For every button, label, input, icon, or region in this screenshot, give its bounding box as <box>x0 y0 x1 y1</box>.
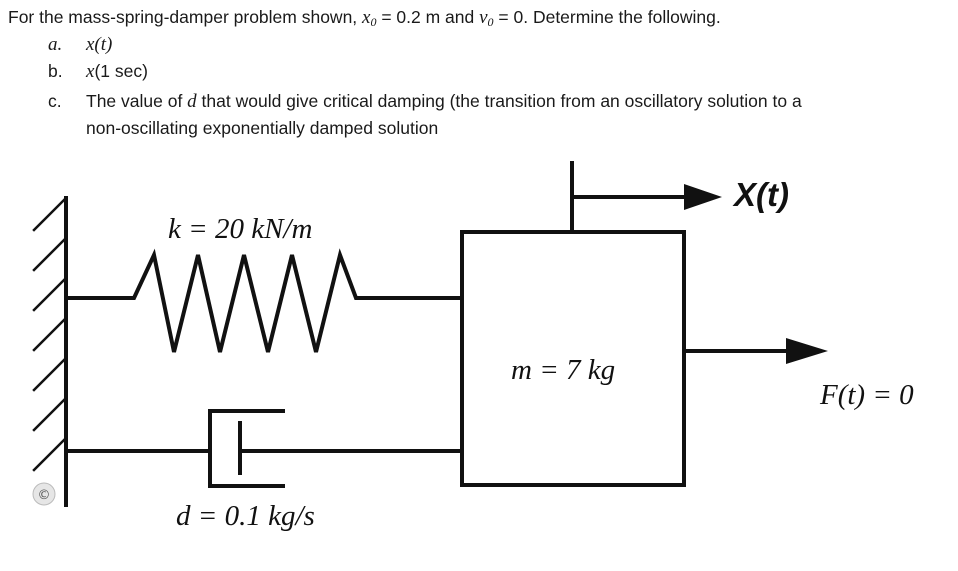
problem-item-c: c. The value of d that would give critic… <box>8 88 948 115</box>
item-a-text: x(t) <box>86 34 113 55</box>
displacement-arrowhead <box>684 184 722 210</box>
mass-spring-damper-diagram: k = 20 kN/m m = 7 kg d = 0.1 kg/s F(t) =… <box>32 161 914 532</box>
item-c-text-line2: non-oscillating exponentially damped sol… <box>86 118 439 138</box>
v0-subscript: 0 <box>487 15 494 29</box>
item-b-variable: x <box>86 61 95 82</box>
problem-statement: For the mass-spring-damper problem shown… <box>8 4 948 142</box>
problem-item-c-line2: non-oscillating exponentially damped sol… <box>8 115 948 142</box>
x0-subscript: 0 <box>370 15 377 29</box>
v0-value: = 0. Determine the following. <box>493 7 721 27</box>
x0-variable: x <box>362 7 371 28</box>
x0-value: = 0.2 m and <box>376 7 480 27</box>
item-c-marker: c. <box>48 91 62 111</box>
displacement-arrow <box>570 161 688 234</box>
watermark-logo-icon: © <box>32 482 56 506</box>
intro-text: For the mass-spring-damper problem shown… <box>8 7 363 27</box>
item-b-text: (1 sec) <box>94 61 148 81</box>
watermark-glyph: © <box>38 488 51 503</box>
problem-intro: For the mass-spring-damper problem shown… <box>8 4 948 31</box>
spring <box>64 248 464 353</box>
item-c-prefix: The value of <box>86 91 188 111</box>
force-label: F(t) = 0 <box>819 379 914 411</box>
problem-item-a: a. x(t) <box>8 31 948 58</box>
force-arrowhead <box>786 338 828 364</box>
spring-label: k = 20 kN/m <box>168 213 312 245</box>
item-c-text: that would give critical damping (the tr… <box>196 91 802 111</box>
damper <box>64 409 464 488</box>
item-a-marker: a. <box>48 34 63 55</box>
mass-label: m = 7 kg <box>511 354 615 386</box>
item-c-variable: d <box>187 91 197 112</box>
item-b-marker: b. <box>48 61 63 81</box>
v0-variable: v <box>479 7 488 28</box>
damper-label: d = 0.1 kg/s <box>176 500 315 532</box>
wall-hatching <box>32 196 68 472</box>
problem-item-b: b. x(1 sec) <box>8 58 948 84</box>
displacement-label: X(t) <box>732 176 789 213</box>
